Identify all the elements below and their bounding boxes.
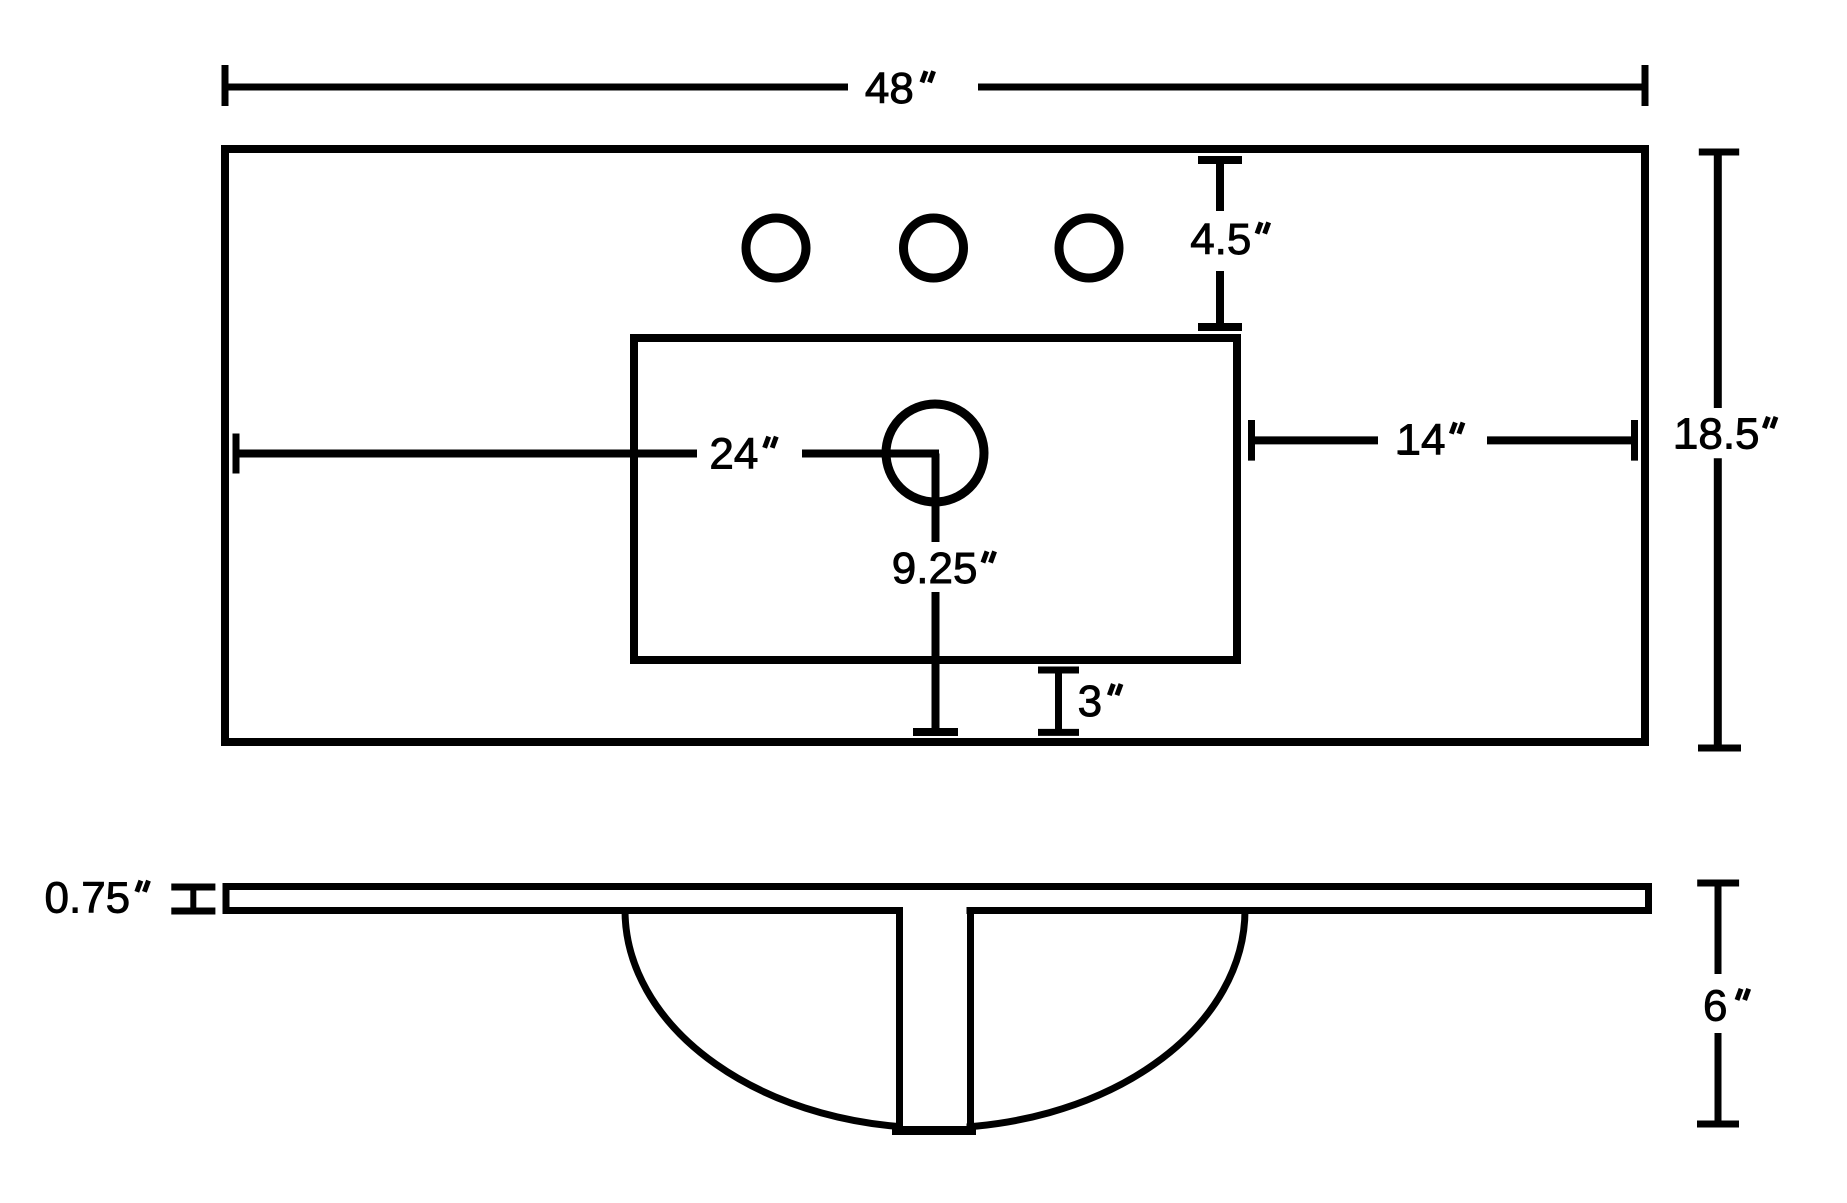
svg-text:24: 24 [709, 429, 758, 478]
svg-text:14: 14 [1397, 415, 1446, 464]
svg-text:48: 48 [865, 64, 914, 113]
svg-text:3: 3 [1078, 677, 1102, 726]
svg-text:6: 6 [1703, 982, 1727, 1031]
svg-text:0.75: 0.75 [45, 873, 131, 922]
svg-text:18.5: 18.5 [1674, 410, 1760, 459]
svg-text:9.25: 9.25 [892, 544, 978, 593]
svg-text:4.5: 4.5 [1190, 215, 1251, 264]
